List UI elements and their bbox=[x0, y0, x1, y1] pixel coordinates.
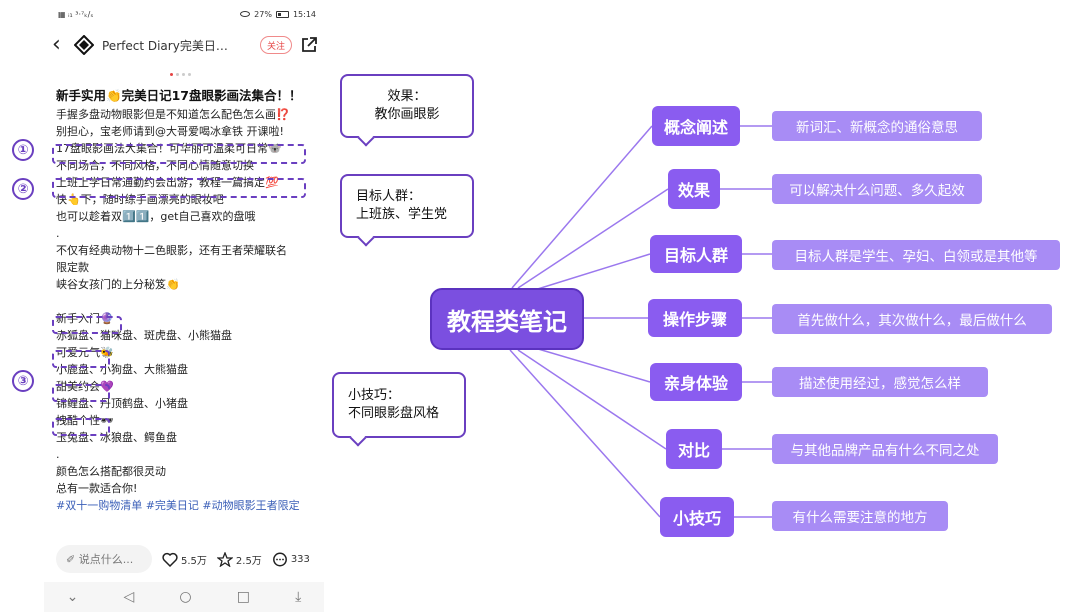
callout-tips: 小技巧： 不同眼影盘风格 bbox=[332, 372, 466, 447]
pager-dot bbox=[188, 73, 191, 76]
brand-logo-icon[interactable] bbox=[74, 35, 94, 55]
hashtags[interactable]: #双十一购物清单 #完美日记 #动物眼影王者限定 bbox=[56, 499, 300, 512]
eye-icon bbox=[240, 11, 251, 17]
comment-count: 333 bbox=[290, 553, 310, 565]
system-nav-bar: ⌄ ◁ ○ □ ⤓ bbox=[44, 582, 324, 612]
heart-icon bbox=[162, 552, 178, 567]
nav-recents-icon[interactable]: □ bbox=[236, 589, 251, 605]
callout-tips-text: 不同眼影盘风格 bbox=[348, 406, 440, 421]
mindmap-desc-concept: 新词汇、新概念的通俗意思 bbox=[772, 111, 982, 141]
callout-effect-text: 教你画眼影 bbox=[374, 107, 440, 122]
mindmap-node-audience: 目标人群 bbox=[650, 235, 742, 273]
post-line: 别担心，宝老师请到@大哥爱喝冰拿铁 开课啦! bbox=[56, 125, 284, 138]
connector-line bbox=[527, 345, 651, 383]
mindmap-desc-experience: 描述使用经过，感觉怎么样 bbox=[772, 367, 988, 397]
signal-status: ▦ ᵢ₁ ³·⁷ₖ/ₛ bbox=[58, 9, 94, 19]
callout-audience: 目标人群： 上班族、学生党 bbox=[340, 174, 474, 247]
callout-tips-title: 小技巧： bbox=[348, 388, 401, 403]
mindmap-node-concept: 概念阐述 bbox=[652, 106, 740, 146]
status-bar: ▦ ᵢ₁ ³·⁷ₖ/ₛ 27% 15:14 bbox=[58, 6, 316, 22]
closing-line: 颜色怎么搭配都很灵动 bbox=[56, 465, 166, 478]
mindmap-node-effect: 效果 bbox=[668, 169, 720, 209]
post-line: 不仅有经典动物十二色眼影，还有王者荣耀联名 bbox=[56, 244, 287, 257]
callout-audience-title: 目标人群： bbox=[356, 189, 422, 204]
connector-line bbox=[517, 349, 667, 450]
section-line: 可爱元气🐝 bbox=[56, 346, 114, 359]
pager-dot bbox=[182, 73, 185, 76]
collect-button[interactable]: 2.5万 bbox=[216, 551, 262, 567]
share-icon[interactable] bbox=[300, 36, 318, 54]
pager-dot bbox=[176, 73, 179, 76]
post-header: ‹ Perfect Diary完美日… 关注 bbox=[52, 30, 318, 60]
back-arrow-icon[interactable]: ‹ bbox=[52, 32, 61, 57]
section-line: 甜美约会💜 bbox=[56, 380, 114, 393]
section-line: 新手入门🔮 bbox=[56, 312, 114, 325]
mindmap-desc-effect: 可以解决什么问题、多久起效 bbox=[772, 174, 982, 204]
section-line: 拽酷个性🕶 bbox=[56, 414, 114, 427]
battery-percent: 27% bbox=[254, 9, 272, 19]
mindmap-desc-steps: 首先做什么，其次做什么，最后做什么 bbox=[772, 304, 1052, 334]
status-time: 15:14 bbox=[292, 9, 316, 19]
highlight-box bbox=[52, 418, 110, 436]
post-line: 手握多盘动物眼影但是不知道怎么配色怎么画⁉️ bbox=[56, 108, 290, 121]
pager-dot-active bbox=[170, 73, 173, 76]
marker-3: ③ bbox=[12, 370, 34, 392]
post-line: 限定款 bbox=[56, 261, 89, 274]
post-title: 新手实用👏完美日记17盘眼影画法集合！！ bbox=[56, 88, 302, 103]
battery-icon bbox=[275, 10, 289, 18]
collect-count: 2.5万 bbox=[235, 555, 262, 567]
comment-input[interactable]: ✐ 说点什么... bbox=[56, 545, 152, 573]
highlight-box bbox=[52, 316, 122, 334]
connector-line bbox=[517, 188, 669, 289]
comment-button[interactable]: 333 bbox=[272, 552, 310, 567]
like-count: 5.5万 bbox=[181, 555, 207, 567]
mindmap-node-tips: 小技巧 bbox=[660, 497, 734, 537]
nav-home-icon[interactable]: ○ bbox=[179, 589, 192, 605]
closing-line: 总有一款适合你! bbox=[56, 482, 138, 495]
marker-2: ② bbox=[12, 178, 34, 200]
mindmap-desc-compare: 与其他品牌产品有什么不同之处 bbox=[772, 434, 998, 464]
highlight-box bbox=[52, 178, 306, 198]
marker-1: ① bbox=[12, 139, 34, 161]
post-line: 峡谷女孩门的上分秘笈👏 bbox=[56, 278, 180, 291]
star-icon bbox=[216, 551, 233, 567]
nav-back-icon[interactable]: ◁ bbox=[123, 589, 135, 605]
post-line: 也可以趁着双1️⃣1️⃣，get自己喜欢的盘哦 bbox=[56, 210, 256, 223]
closing-line: . bbox=[56, 448, 60, 461]
highlight-box bbox=[52, 384, 110, 402]
connector-line bbox=[527, 253, 651, 293]
callout-audience-text: 上班族、学生党 bbox=[356, 207, 448, 222]
image-pager-dots bbox=[170, 73, 191, 76]
highlight-box bbox=[52, 144, 306, 164]
post-line: . bbox=[56, 227, 60, 240]
mindmap-center-node: 教程类笔记 bbox=[430, 288, 584, 350]
like-button[interactable]: 5.5万 bbox=[162, 552, 207, 567]
mindmap-node-experience: 亲身体验 bbox=[650, 363, 742, 401]
mindmap-desc-audience: 目标人群是学生、孕妇、白领或是其他等 bbox=[772, 240, 1060, 270]
post-action-bar: ✐ 说点什么... 5.5万 2.5万 333 bbox=[56, 544, 318, 574]
mindmap-node-steps: 操作步骤 bbox=[648, 299, 742, 337]
comment-bubble-icon bbox=[272, 552, 287, 566]
connector-line bbox=[511, 125, 653, 289]
mindmap-desc-tips: 有什么需要注意的地方 bbox=[772, 501, 948, 531]
mindmap-node-compare: 对比 bbox=[666, 429, 722, 469]
callout-effect: 效果： 教你画眼影 bbox=[340, 74, 474, 147]
chevron-down-icon[interactable]: ⌄ bbox=[66, 589, 79, 605]
nav-download-icon[interactable]: ⤓ bbox=[295, 589, 302, 605]
callout-effect-title: 效果： bbox=[387, 89, 427, 104]
phone-screenshot: ▦ ᵢ₁ ³·⁷ₖ/ₛ 27% 15:14 ‹ Perfect Diary完美日… bbox=[44, 0, 324, 616]
connector-line bbox=[509, 349, 661, 518]
brand-name[interactable]: Perfect Diary完美日… bbox=[102, 38, 228, 53]
follow-button[interactable]: 关注 bbox=[260, 36, 292, 54]
highlight-box bbox=[52, 350, 110, 368]
